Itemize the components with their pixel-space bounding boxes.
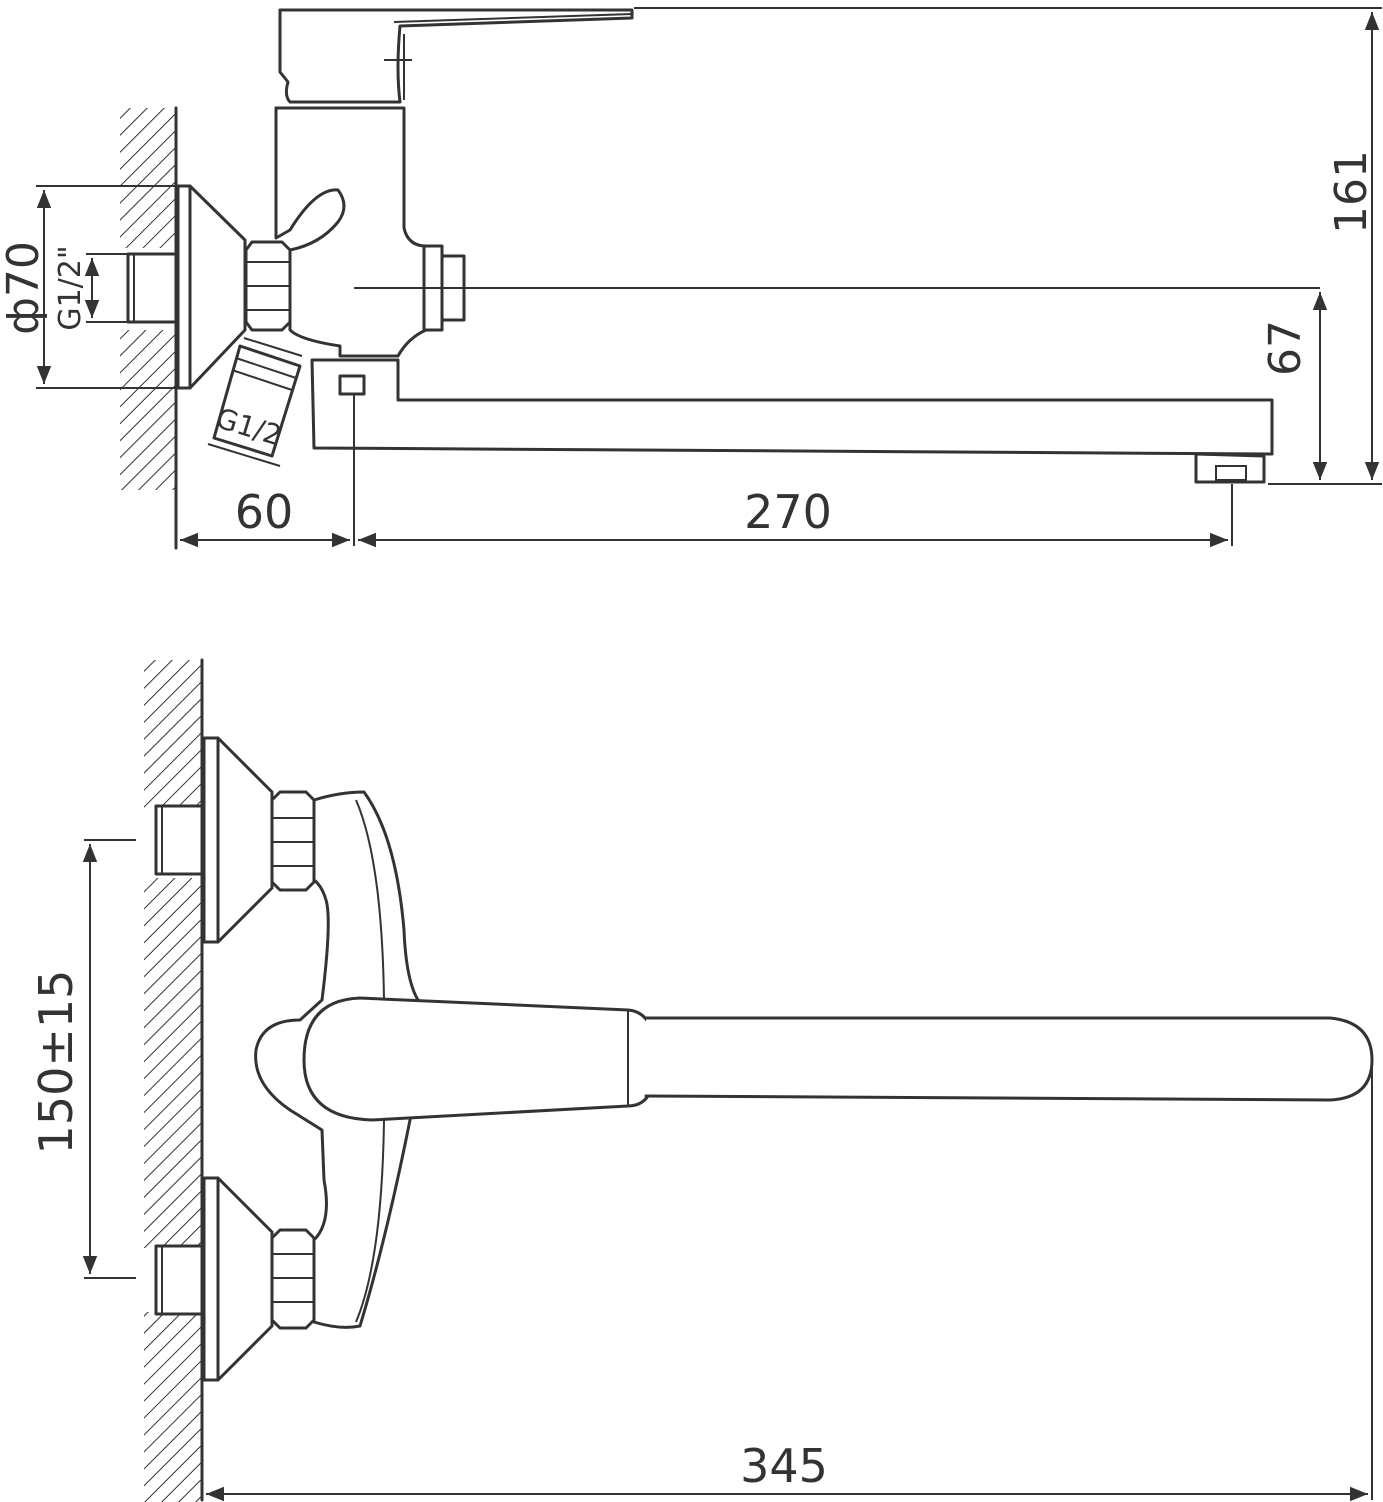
side-flange [126,184,247,390]
side-spout [310,358,1274,546]
top-view: 150±15 345 [29,658,1374,1502]
top-lower-inlet [154,1176,316,1382]
total-height-label: 161 [1326,150,1377,234]
dim-connection-spacing: 150±15 [29,839,136,1279]
dim-horizontal: 60 270 [180,484,1233,548]
spout-height-label: 67 [1260,320,1311,376]
side-view: ф70 G1/2" G1/2 161 67 [0,7,1382,550]
spout-reach-label: 270 [744,485,832,539]
side-wall [120,106,178,550]
connection-spacing-label: 150±15 [29,970,83,1155]
inlet-thread-label: G1/2" [53,245,88,330]
side-outlet-connector [212,337,303,458]
top-handle-lever [302,996,658,1122]
wall-offset-label: 60 [235,485,294,539]
dim-total-height: 161 [634,7,1382,485]
total-length-label: 345 [740,1439,828,1493]
side-hex-nut [244,240,292,332]
side-mixer-body [274,8,634,358]
dim-total-length: 345 [206,1062,1373,1502]
dim-spout-height: 67 [1260,292,1328,480]
dim-flange-diameter: ф70 [0,185,190,389]
top-wall [144,658,204,1502]
top-upper-inlet [154,736,316,944]
flange-diameter-label: ф70 [0,241,49,335]
dim-inlet-thread: G1/2" [53,245,130,331]
top-spout [644,1016,1374,1102]
